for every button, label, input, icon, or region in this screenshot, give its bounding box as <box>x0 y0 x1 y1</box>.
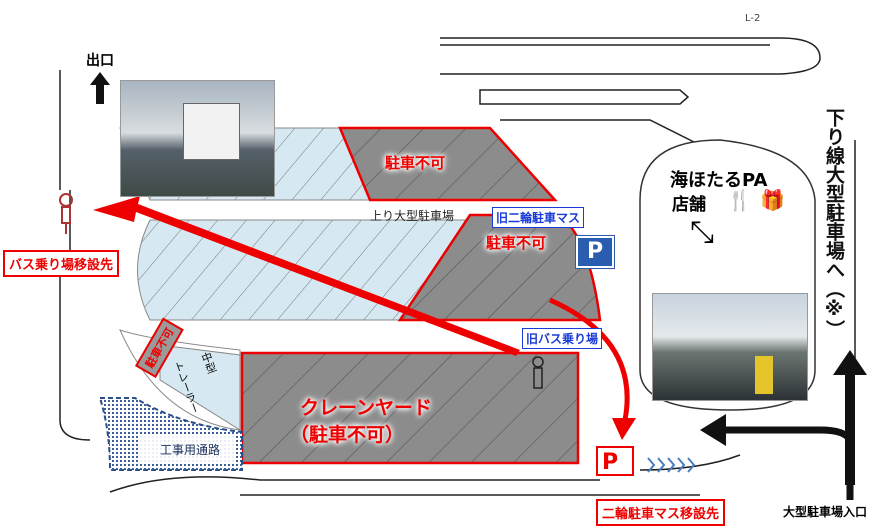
exit-arrow <box>90 72 110 104</box>
new-bike-parking-icon: P <box>596 446 634 476</box>
parking-sign-text: P <box>586 239 604 264</box>
bus-stop-new-label: バス乗り場移設先 <box>3 250 120 277</box>
escalator-icon: ⤡ <box>690 215 714 250</box>
bus-stop-arrow <box>93 196 520 356</box>
old-bus-stop-label: 旧バス乗り場 <box>522 328 603 349</box>
bus-stop-icon <box>59 193 73 234</box>
old-parking-icon: P <box>575 235 615 269</box>
pa-shop-subtitle: 店舗 <box>672 195 706 215</box>
bus-stop-photo <box>120 80 275 197</box>
sign-image <box>755 356 773 394</box>
old-bus-stop-icon <box>532 356 544 389</box>
down-large-parking-label: 下り線大型駐車場へ（※） <box>823 108 845 339</box>
up-large-parking-label: 上り大型駐車場 <box>370 209 455 223</box>
crane-yard-area <box>240 351 580 465</box>
old-bike-parking-label: 旧二輪駐車マス <box>492 207 585 228</box>
bike-move-arrow <box>548 297 630 421</box>
no-parking-label-1: 駐車不可 <box>385 154 446 172</box>
no-parking-area-1 <box>338 126 558 202</box>
construction-road-label: 工事用通路 <box>160 443 221 457</box>
map-code-label: L-2 <box>745 13 761 24</box>
crane-yard-label-2: （駐車不可） <box>290 424 405 446</box>
exit-label: 出口 <box>86 53 114 69</box>
bike-parking-new-label: 二輪駐車マス移設先 <box>596 499 726 526</box>
entrance-arrow <box>720 426 854 500</box>
entrance-photo <box>652 293 808 401</box>
pa-shop-title: 海ほたるPA <box>670 170 768 191</box>
no-parking-label-2: 駐車不可 <box>486 234 547 252</box>
bus-image <box>183 103 240 160</box>
crane-yard-label-1: クレーンヤード <box>300 397 433 419</box>
gift-icon: 🎁 <box>760 188 785 212</box>
parking-sign-text: P <box>602 450 619 475</box>
large-parking-entrance-label: 大型駐車場入口 <box>783 505 868 519</box>
restaurant-icon: 🍴 <box>727 188 752 212</box>
